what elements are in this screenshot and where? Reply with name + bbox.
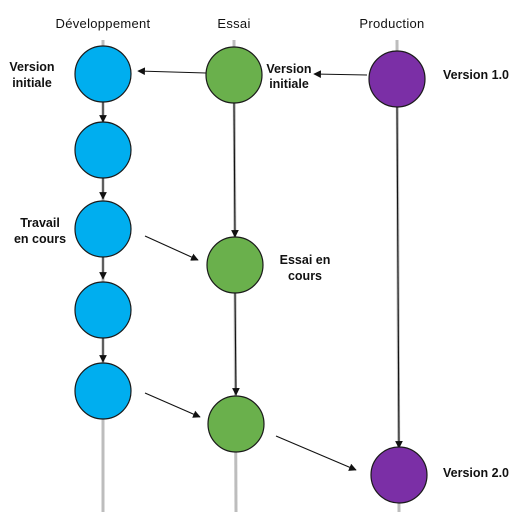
arrow-test-initial-to-testing: [231, 102, 239, 238]
dev-node-work-in-progress: [74, 200, 132, 258]
work-in-progress-label-line1: Travail: [20, 216, 60, 230]
arrow-test-to-dev-initial: [137, 67, 207, 76]
dev-node-2: [74, 121, 132, 179]
prod-node-v1: [368, 50, 426, 108]
arrow-test-final-to-prod-v2: [275, 435, 357, 471]
prod-v1-label: Version 1.0: [443, 68, 509, 82]
test-node-final: [207, 395, 265, 453]
test-column-title: Essai: [217, 16, 250, 31]
arrow-testing-to-test-final: [232, 291, 240, 396]
test-initial-label-line2: initiale: [269, 77, 309, 91]
testing-label-line1: Essai en: [280, 253, 331, 267]
development-column-title: Développement: [56, 16, 151, 31]
dev-node-4: [74, 281, 132, 339]
test-node-testing: [206, 236, 264, 294]
dev-initial-label-line1: Version: [9, 60, 54, 74]
test-initial-label-line1: Version: [266, 62, 311, 76]
dev-initial-label-line2: initiale: [12, 76, 52, 90]
arrow-dev-final-to-test-final: [144, 392, 201, 418]
prod-v2-label: Version 2.0: [443, 466, 509, 480]
arrow-dev-work-to-testing: [144, 235, 199, 261]
production-column-title: Production: [359, 16, 424, 31]
arrow-prod-to-test-initial: [313, 70, 368, 78]
test-node-initial: [205, 46, 263, 104]
work-in-progress-label-line2: en cours: [14, 232, 66, 246]
testing-label-line2: cours: [288, 269, 322, 283]
dev-node-initial: [74, 45, 132, 103]
prod-node-v2: [370, 446, 428, 504]
arrow-prod-v1-to-v2: [395, 106, 403, 449]
dev-node-5: [74, 362, 132, 420]
